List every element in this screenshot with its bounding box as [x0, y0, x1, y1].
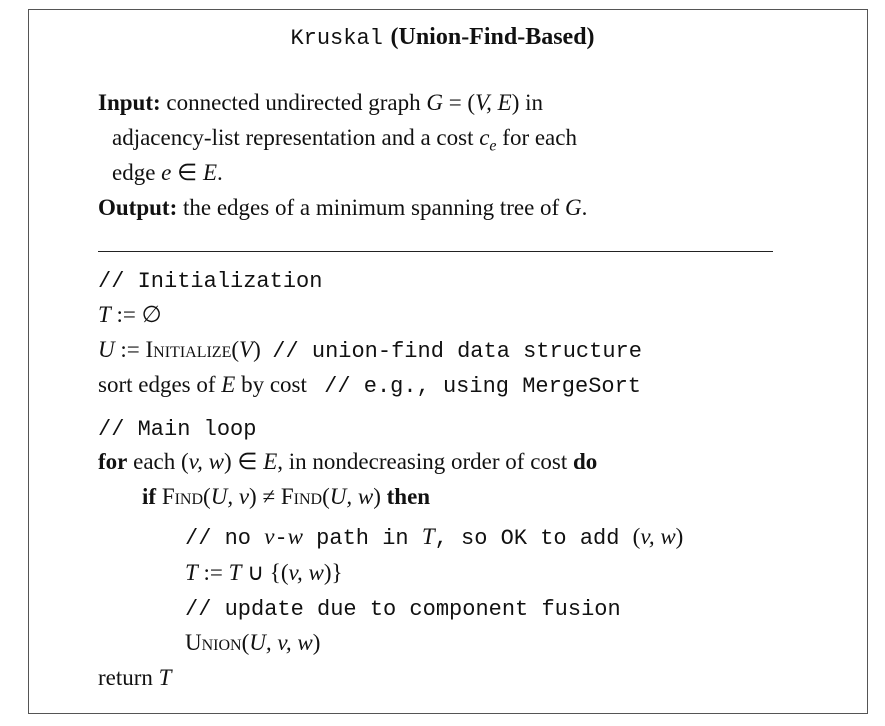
text-segment: T: [185, 560, 198, 585]
spec-line: edge e ∈ E.: [112, 156, 223, 190]
text-segment: ): [253, 337, 273, 362]
text-segment: // union-find data structure: [272, 339, 642, 364]
code-line: if Find(U, v) ≠ Find(U, w) then: [142, 480, 430, 514]
code-line: for each (v, w) ∈ E, in nondecreasing or…: [98, 445, 597, 479]
text-segment: U, w: [329, 484, 374, 509]
text-segment: e: [161, 160, 172, 185]
text-segment: (: [231, 337, 240, 362]
text-segment: // no: [185, 526, 265, 551]
text-segment: Output:: [98, 195, 178, 220]
text-segment: U: [98, 337, 115, 362]
text-segment: ∈: [171, 160, 203, 185]
text-segment: (: [322, 484, 330, 509]
text-segment: Find: [280, 484, 323, 509]
text-segment: G: [564, 195, 582, 220]
text-segment: .: [217, 160, 223, 185]
text-segment: ): [373, 484, 387, 509]
text-segment: E: [202, 160, 217, 185]
algorithm-subtitle: (Union-Find-Based): [390, 24, 595, 50]
text-segment: v, w: [188, 449, 225, 474]
text-segment: .: [581, 195, 588, 220]
text-segment: v: [264, 524, 275, 549]
text-segment: :=: [197, 560, 229, 585]
code-line: // Main loop: [98, 411, 256, 445]
text-segment: path in: [302, 526, 422, 551]
text-segment: adjacency-list representation and a cost: [112, 125, 480, 150]
text-segment: (: [632, 524, 641, 549]
text-segment: E: [221, 372, 236, 397]
text-segment: U, v, w: [249, 630, 313, 655]
text-segment: :=: [114, 337, 146, 362]
text-segment: E: [263, 449, 278, 474]
text-segment: edge: [112, 160, 162, 185]
code-line: // Initialization: [98, 263, 322, 297]
text-segment: v, w: [288, 560, 324, 585]
text-segment: := ∅: [110, 302, 162, 327]
text-segment: for each: [496, 125, 577, 150]
text-segment: if: [142, 484, 157, 509]
spec-line: Output: the edges of a minimum spanning …: [98, 191, 587, 225]
text-segment: // Main loop: [98, 417, 257, 442]
text-segment: connected undirected graph: [160, 90, 427, 115]
text-segment: Find: [161, 484, 204, 509]
text-segment: , in nondecreasing order of cost: [277, 449, 573, 474]
code-line: return T: [98, 661, 171, 695]
text-segment: T: [421, 524, 435, 549]
text-segment: each (: [127, 449, 189, 474]
text-segment: e: [489, 137, 497, 155]
text-segment: T: [158, 665, 172, 690]
text-segment: w: [287, 524, 303, 549]
text-segment: ) in: [511, 90, 544, 115]
text-segment: // update due to component fusion: [185, 597, 621, 622]
text-segment: = (: [442, 90, 476, 115]
text-segment: ∪ {(: [241, 560, 289, 585]
code-line: T := T ∪ {(v, w)}: [185, 556, 343, 590]
text-segment: // Initialization: [98, 269, 323, 294]
text-segment: // e.g., using MergeSort: [324, 374, 642, 399]
spec-line: Input: connected undirected graph G = (V…: [98, 86, 543, 120]
text-segment: V, E: [475, 90, 512, 115]
text-segment: sort edges of: [98, 372, 222, 397]
text-segment: ): [675, 524, 684, 549]
text-segment: V: [239, 337, 254, 362]
code-line: sort edges of E by cost // e.g., using M…: [98, 368, 641, 402]
algorithm-title: Kruskal (Union-Find-Based): [0, 22, 885, 51]
text-segment: ) ≠: [249, 484, 281, 509]
code-line: T := ∅: [98, 298, 162, 332]
divider: [98, 251, 773, 252]
text-segment: Union: [185, 630, 242, 655]
text-segment: ) ∈: [224, 449, 264, 474]
code-line: // no v-w path in T, so OK to add (v, w): [185, 520, 683, 554]
code-line: Union(U, v, w): [185, 626, 320, 660]
text-segment: Input:: [98, 90, 161, 115]
text-segment: for: [98, 449, 128, 474]
code-line: U := Initialize(V) // union-find data st…: [98, 333, 642, 367]
text-segment: T: [98, 302, 111, 327]
text-segment: G: [426, 90, 443, 115]
text-segment: -: [274, 526, 288, 551]
text-segment: Initialize: [145, 337, 232, 362]
spec-line: adjacency-list representation and a cost…: [112, 121, 577, 155]
algorithm-box: [28, 9, 868, 714]
text-segment: (: [241, 630, 250, 655]
text-segment: )}: [323, 560, 343, 585]
text-segment: the edges of a minimum spanning tree of: [177, 195, 565, 220]
text-segment: do: [573, 449, 598, 474]
algorithm-name: Kruskal: [290, 26, 383, 51]
code-line: // update due to component fusion: [185, 591, 621, 625]
text-segment: c: [479, 125, 490, 150]
text-segment: , so OK to add: [434, 526, 633, 551]
text-segment: v, w: [640, 524, 676, 549]
text-segment: then: [386, 484, 431, 509]
text-segment: return: [98, 665, 159, 690]
text-segment: U, v: [210, 484, 250, 509]
text-segment: by cost: [235, 372, 325, 397]
text-segment: T: [228, 560, 242, 585]
text-segment: ): [312, 630, 321, 655]
text-segment: (: [203, 484, 211, 509]
